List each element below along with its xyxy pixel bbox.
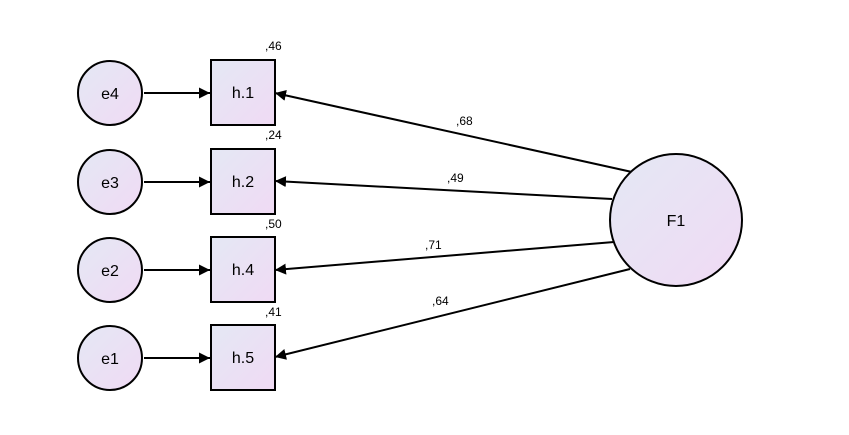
error-node-e3: e3: [77, 149, 143, 215]
error-node-e1: e1: [77, 325, 143, 391]
indicator-label: h.2: [232, 174, 254, 191]
r-squared-label: ,24: [265, 128, 282, 142]
indicator-node-h4: h.4 ,50: [210, 217, 282, 303]
loading-label-h5: ,64: [432, 294, 449, 308]
indicator-node-h1: h.1 ,46: [210, 39, 282, 126]
error-label: e2: [101, 263, 119, 280]
factor-node-f1: F1: [609, 153, 743, 287]
r-squared-label: ,50: [265, 217, 282, 231]
factor-label: F1: [667, 213, 686, 230]
indicator-label: h.4: [232, 262, 254, 279]
error-label: e1: [101, 351, 119, 368]
r-squared-label: ,46: [265, 39, 282, 53]
error-node-e4: e4: [77, 60, 143, 126]
r-squared-label: ,41: [265, 305, 282, 319]
loading-label-h1: ,68: [456, 114, 473, 128]
error-label: e3: [101, 175, 119, 192]
loading-arrow-h2: [274, 176, 613, 200]
error-node-e2: e2: [77, 237, 143, 303]
error-label: e4: [101, 86, 119, 103]
loading-label-h2: ,49: [447, 171, 464, 185]
loading-arrow-h1: [274, 90, 633, 173]
indicator-label: h.1: [232, 85, 254, 102]
indicator-label: h.5: [232, 350, 254, 367]
loading-arrow-h5: [274, 268, 631, 360]
loading-label-h4: ,71: [425, 238, 442, 252]
indicator-node-h5: h.5 ,41: [210, 305, 282, 391]
loading-arrow-h4: [274, 241, 615, 275]
indicator-node-h2: h.2 ,24: [210, 128, 282, 215]
